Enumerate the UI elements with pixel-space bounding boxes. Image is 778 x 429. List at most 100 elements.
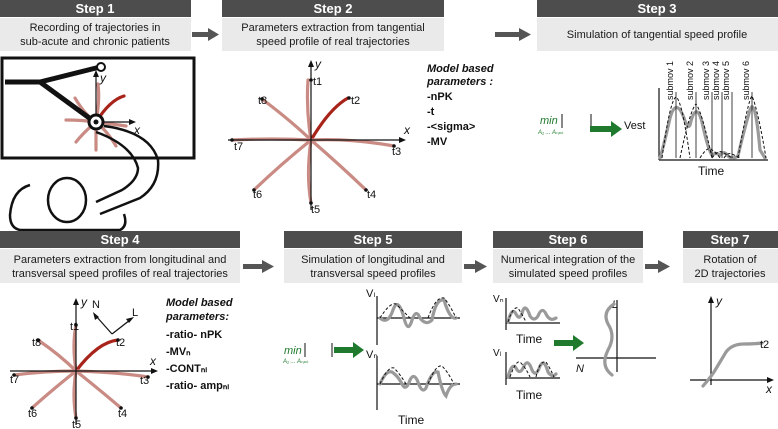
step3-min-sub: A₁ ... Aₙₚₖ [537, 130, 564, 136]
step4-target-t4: t4 [118, 408, 127, 420]
step3-min-label: min [540, 115, 558, 127]
arrow-step2-to-step3 [495, 28, 531, 41]
step6-green-arrow [554, 335, 584, 351]
step6-bottom-x-label: Time [516, 388, 543, 402]
step4-targets: t1 t2 t3 t4 t5 t6 t7 t8 [10, 321, 150, 429]
step2-label: Step 2 [313, 1, 352, 16]
step3-green-arrow [590, 121, 622, 137]
step2-target-t4: t4 [367, 189, 376, 201]
step4-desc-line1: Parameters extraction from longitudinal … [14, 254, 227, 266]
step3-submov-6: submov 6 [741, 61, 751, 100]
step2-targets: t1 t2 t3 t4 t5 t6 t7 t8 [230, 76, 401, 216]
step7-desc-line2: 2D trajectories [695, 268, 766, 280]
step1-header: Step 1 Recording of trajectories in sub-… [0, 0, 191, 51]
step1-illustration: y x [0, 56, 196, 232]
step4-target-t8: t8 [32, 337, 41, 349]
step5-desc-line2: transversal speed profiles [310, 268, 436, 280]
step2-target-t7: t7 [234, 141, 243, 153]
step2-header: Step 2 Parameters extraction from tangen… [222, 0, 444, 51]
step3-submov-2: submov 2 [685, 61, 695, 100]
step7-rotated-trajectory [701, 341, 764, 388]
step7-illustration: y x t2 [690, 294, 774, 396]
step2-params: Model based parameters : -nPK -t -<sigma… [426, 63, 494, 148]
step2-target-t1: t1 [313, 76, 322, 88]
arrow-step6-to-step7 [645, 260, 670, 273]
step4-illustration: y x N L t1 t2 t3 t4 t5 t6 t7 t8 Model ba… [10, 295, 233, 429]
step4-desc-line2: transversal speed profiles of real traje… [12, 268, 228, 280]
step6-vn-label: Vₙ [493, 294, 504, 305]
step3-header: Step 3 Simulation of tangential speed pr… [537, 0, 778, 51]
step4-n-label: N [92, 299, 100, 311]
step2-y-label: y [314, 57, 322, 71]
step7-y-label: y [715, 294, 723, 308]
step6-vl-profile [506, 361, 558, 379]
step4-target-t2: t2 [116, 337, 125, 349]
step3-submov-3: submov 3 [701, 61, 711, 100]
step2-target-t5: t5 [311, 204, 320, 216]
step3-submov-lines [675, 92, 753, 158]
step5-vn-profile [378, 370, 458, 399]
step2-target-t8: t8 [258, 95, 267, 107]
step5-min-sub: A₁ ... Aₙₚₖ [282, 359, 309, 365]
step1-desc-line1: Recording of trajectories in [30, 22, 161, 34]
step6-illustration: Vₙ Time Vₗ Time L N [493, 294, 656, 402]
step1-label: Step 1 [75, 1, 114, 16]
step4-l-label: L [132, 307, 138, 319]
step7-x-label: x [765, 382, 773, 396]
step1-desc-line2: sub-acute and chronic patients [20, 36, 170, 48]
step6-vn-profile [506, 306, 558, 324]
step3-x-label: Time [698, 164, 725, 178]
step7-header: Step 7 Rotation of 2D trajectories [683, 231, 778, 283]
step4-param-mvn: -MVₙ [166, 346, 191, 358]
arrow-step4-to-step5 [243, 260, 274, 273]
step2-target-t3: t3 [392, 146, 401, 158]
step2-param-mv: -MV [427, 136, 448, 148]
step4-params-title-1: Model based [166, 297, 233, 309]
step4-target-t3: t3 [140, 375, 149, 387]
step3-desc-line1: Simulation of tangential speed profile [567, 29, 747, 41]
step2-params-title-2: parameters : [426, 76, 493, 88]
step4-label: Step 4 [100, 232, 140, 247]
step2-param-t: -t [427, 106, 435, 118]
step6-desc-line2: simulated speed profiles [509, 268, 628, 280]
patient-head [46, 176, 88, 224]
step6-desc-line1: Numerical integration of the [501, 254, 636, 266]
step1-x-label: x [133, 123, 141, 137]
step4-param-ratio-npk: -ratio- nPK [166, 329, 222, 341]
step2-param-sigma: -<sigma> [427, 121, 475, 133]
step2-x-label: x [403, 123, 411, 137]
step5-vn-label: Vₙ [366, 349, 378, 361]
step4-param-ratio-amp: -ratio- ampₙₗ [166, 380, 229, 392]
step5-label: Step 5 [353, 232, 392, 247]
step4-params-title-2: parameters: [165, 311, 229, 323]
step7-desc-line1: Rotation of [703, 254, 757, 266]
step4-params: Model based parameters: -ratio- nPK -MVₙ… [165, 297, 233, 392]
step5-vl-profile [378, 298, 458, 329]
step5-vl-label: Vₗ [366, 288, 375, 300]
step3-submov-labels: submov 1 submov 2 submov 3 submov 4 subm… [665, 61, 751, 100]
step7-t2-label: t2 [760, 339, 769, 351]
step3-label: Step 3 [637, 1, 676, 16]
step2-target-t2: t2 [351, 95, 360, 107]
robot-arm [5, 62, 106, 131]
step3-y-label: Vest [624, 120, 645, 132]
step2-trajectories [230, 78, 396, 205]
patient-figure [8, 124, 160, 232]
arrow-step5-to-step6 [464, 260, 487, 273]
step2-target-t6: t6 [253, 189, 262, 201]
step2-desc-line1: Parameters extraction from tangential [241, 22, 424, 34]
step5-desc-line1: Simulation of longitudinal and [301, 254, 445, 266]
step3-submov-4: submov 4 [711, 61, 721, 100]
step6-n-label: N [576, 363, 584, 375]
step5-green-arrow [334, 342, 364, 358]
step7-label: Step 7 [710, 232, 749, 247]
step4-target-t7: t7 [10, 374, 19, 386]
step2-param-npk: -nPK [427, 91, 453, 103]
step3-illustration: min A₁ ... Aₙₚₖ Vest submov 1 [537, 61, 768, 178]
step2-params-title-1: Model based [427, 63, 494, 75]
step6-header: Step 6 Numerical integration of the simu… [493, 231, 643, 283]
step5-min-label: min [284, 345, 302, 357]
recording-screen [0, 56, 196, 160]
step2-desc-line2: speed profile of real trajectories [256, 36, 410, 48]
